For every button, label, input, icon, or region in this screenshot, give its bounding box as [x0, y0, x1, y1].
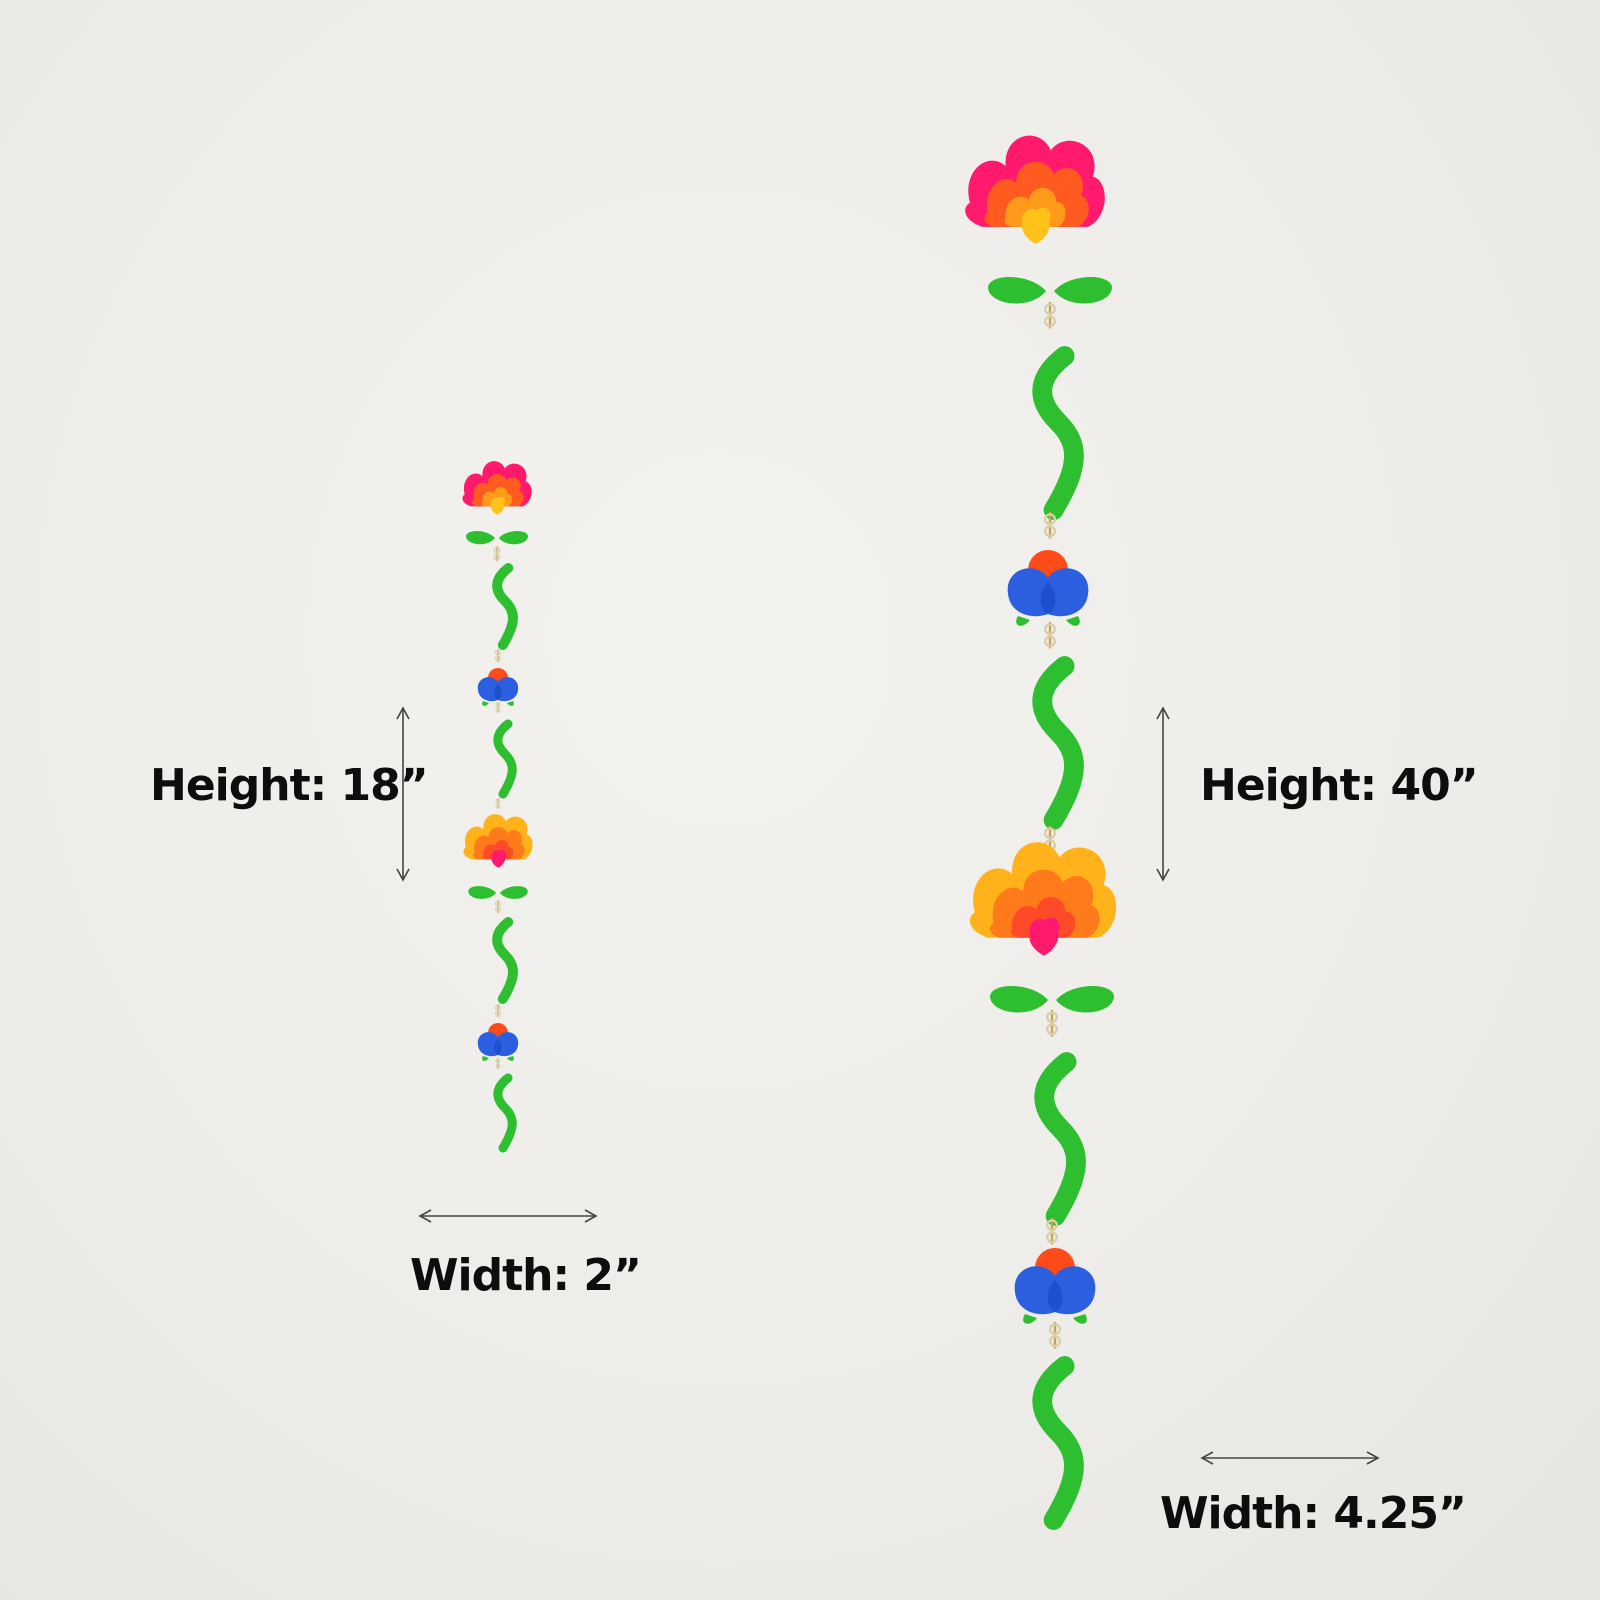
link-small	[495, 648, 501, 663]
width-label-large: Width: 4.25”	[1160, 1488, 1467, 1539]
link-small	[495, 1003, 501, 1018]
link-small	[495, 797, 501, 810]
pink-flower-small	[462, 461, 532, 515]
leaves-small	[468, 886, 528, 899]
stem-small	[497, 922, 513, 999]
yellow-flower-small	[463, 814, 533, 868]
stem-small	[498, 1078, 512, 1148]
link-small	[495, 701, 501, 714]
stem-large	[1042, 356, 1074, 510]
link-large	[1043, 300, 1057, 330]
leaves-large	[988, 276, 1112, 304]
stem-large	[1042, 666, 1074, 820]
link-large	[1045, 1216, 1059, 1246]
blue-tulip-large	[1007, 550, 1089, 626]
width-label-small: Width: 2”	[410, 1250, 642, 1301]
small-garland	[462, 461, 533, 1148]
link-small	[493, 545, 501, 563]
yellow-flower-large	[969, 842, 1117, 956]
stem-small	[497, 568, 513, 645]
link-large	[1045, 1008, 1059, 1038]
link-large	[1048, 1320, 1062, 1350]
stem-large	[1042, 1366, 1074, 1520]
link-large	[1043, 620, 1057, 650]
stem-small	[498, 724, 512, 794]
leaves-small	[466, 530, 528, 545]
pink-flower-large	[965, 135, 1105, 244]
blue-tulip-small	[477, 668, 519, 706]
link-large	[1043, 510, 1057, 540]
link-small	[495, 899, 501, 914]
height-label-small: Height: 18”	[150, 760, 429, 811]
height-label-large: Height: 40”	[1200, 760, 1479, 811]
stem-large	[1044, 1062, 1076, 1216]
large-garland	[965, 135, 1117, 1520]
blue-tulip-large	[1014, 1248, 1096, 1324]
blue-tulip-small	[477, 1023, 519, 1061]
leaves-large	[990, 985, 1114, 1013]
link-small	[495, 1057, 501, 1070]
